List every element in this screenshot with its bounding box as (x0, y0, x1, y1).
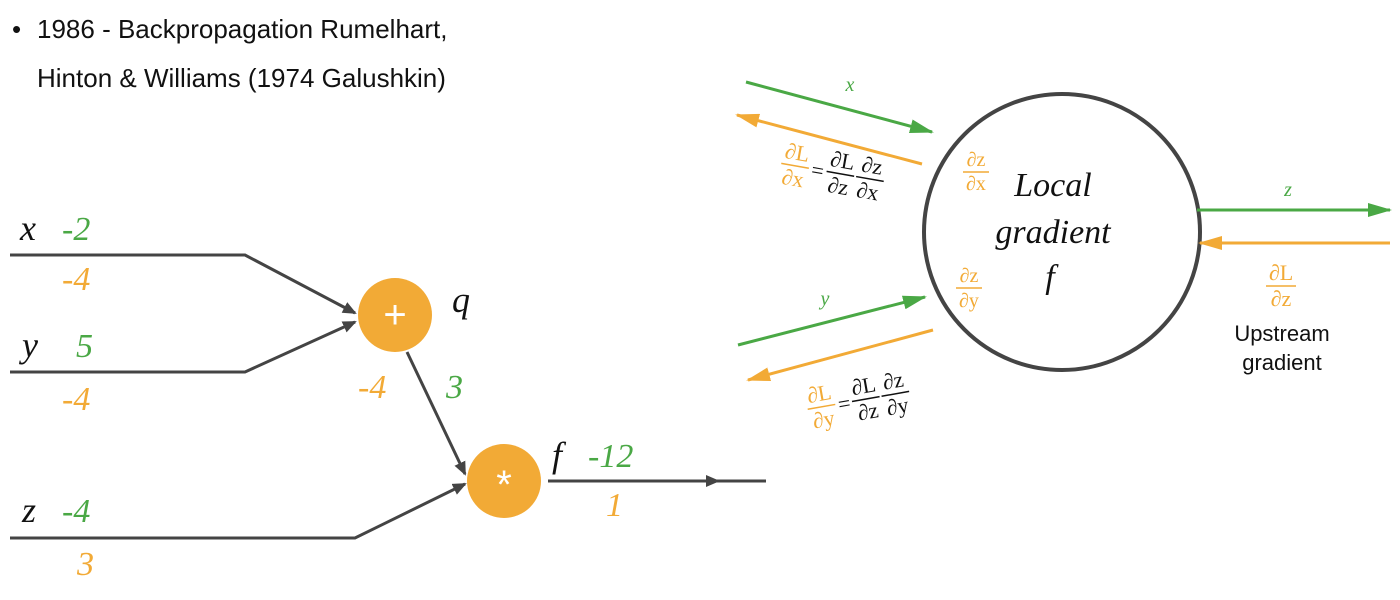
plus-node-symbol: + (383, 293, 406, 337)
q-to-mul-wire (405, 351, 467, 476)
x-forward-label: x (845, 74, 855, 96)
q-name: q (452, 280, 470, 320)
chain-x-dl-den: ∂x (780, 164, 806, 192)
chain-y-b-den: ∂y (885, 392, 911, 420)
y-value: 5 (76, 328, 93, 365)
chain-x-dl-bar (781, 162, 809, 169)
dzdy-numerator: ∂z (960, 265, 979, 287)
z-forward-label: z (1283, 179, 1292, 201)
x-value: -2 (62, 211, 90, 248)
header-bullet: • (12, 14, 21, 44)
chain-x-b-num: ∂z (860, 152, 885, 180)
chain-rule-x: ∂L ∂x = ∂L ∂z ∂z ∂x (780, 138, 885, 205)
local-node-line-3: f (1045, 259, 1059, 296)
chain-y-a-num: ∂L (849, 371, 877, 400)
chain-rule-y: ∂L ∂y = ∂L ∂z ∂z ∂y (805, 366, 911, 433)
chain-x-a-bar (826, 170, 855, 177)
y-backward-arrow (746, 328, 934, 382)
chain-x-a-den: ∂z (826, 172, 851, 200)
f-name: f (552, 435, 567, 475)
local-gradient-node (922, 92, 1202, 372)
z-grad: 3 (76, 546, 94, 583)
y-name: y (19, 325, 38, 365)
f-value: -12 (588, 438, 633, 475)
x-backward-arrow (735, 113, 923, 166)
chain-x-b-den: ∂x (855, 177, 881, 205)
upstream-label-line-2: gradient (1242, 350, 1322, 375)
chain-y-dl-den: ∂y (811, 405, 837, 433)
chain-y-equals: = (836, 390, 853, 417)
y-grad: -4 (62, 381, 90, 418)
upstream-grad-numerator: ∂L (1269, 260, 1293, 285)
upstream-label-line-1: Upstream (1234, 321, 1329, 346)
chain-y-dl-num: ∂L (805, 379, 833, 408)
dzdx-denominator: ∂x (966, 173, 986, 195)
dzdy-denominator: ∂y (959, 290, 979, 312)
chain-y-dl-bar (807, 403, 836, 411)
x-name: x (19, 208, 36, 248)
f-grad: 1 (606, 487, 623, 524)
q-value: 3 (445, 369, 463, 406)
plus-node (358, 278, 432, 352)
chain-y-a-den: ∂z (856, 397, 881, 425)
header-line-2: Hinton & Williams (1974 Galushkin) (37, 63, 446, 93)
dzdx-numerator: ∂z (967, 149, 986, 171)
local-node-line-1: Local (1013, 167, 1091, 204)
chain-x-b-bar (855, 175, 884, 183)
z-value: -4 (62, 493, 90, 530)
z-name: z (21, 490, 36, 530)
y-input-wire (10, 320, 357, 374)
z-input-wire (10, 482, 467, 540)
q-grad: -4 (358, 369, 386, 406)
chain-x-a-num: ∂L (829, 146, 857, 175)
mul-node-symbol: * (496, 463, 512, 507)
x-grad: -4 (62, 261, 90, 298)
x-forward-arrow (745, 80, 934, 134)
chain-x-equals: = (809, 157, 826, 184)
local-node-line-2: gradient (995, 214, 1112, 251)
chain-x-dl-num: ∂L (783, 138, 811, 167)
y-forward-label: y (819, 288, 830, 310)
upstream-grad-denominator: ∂z (1271, 286, 1292, 311)
chain-y-b-bar (881, 390, 910, 398)
chain-y-a-bar (851, 395, 880, 403)
y-forward-arrow (737, 295, 927, 347)
mul-node (467, 444, 541, 518)
x-input-wire (10, 253, 357, 315)
header-line-1: 1986 - Backpropagation Rumelhart, (37, 14, 447, 44)
chain-y-b-num: ∂z (881, 366, 906, 394)
